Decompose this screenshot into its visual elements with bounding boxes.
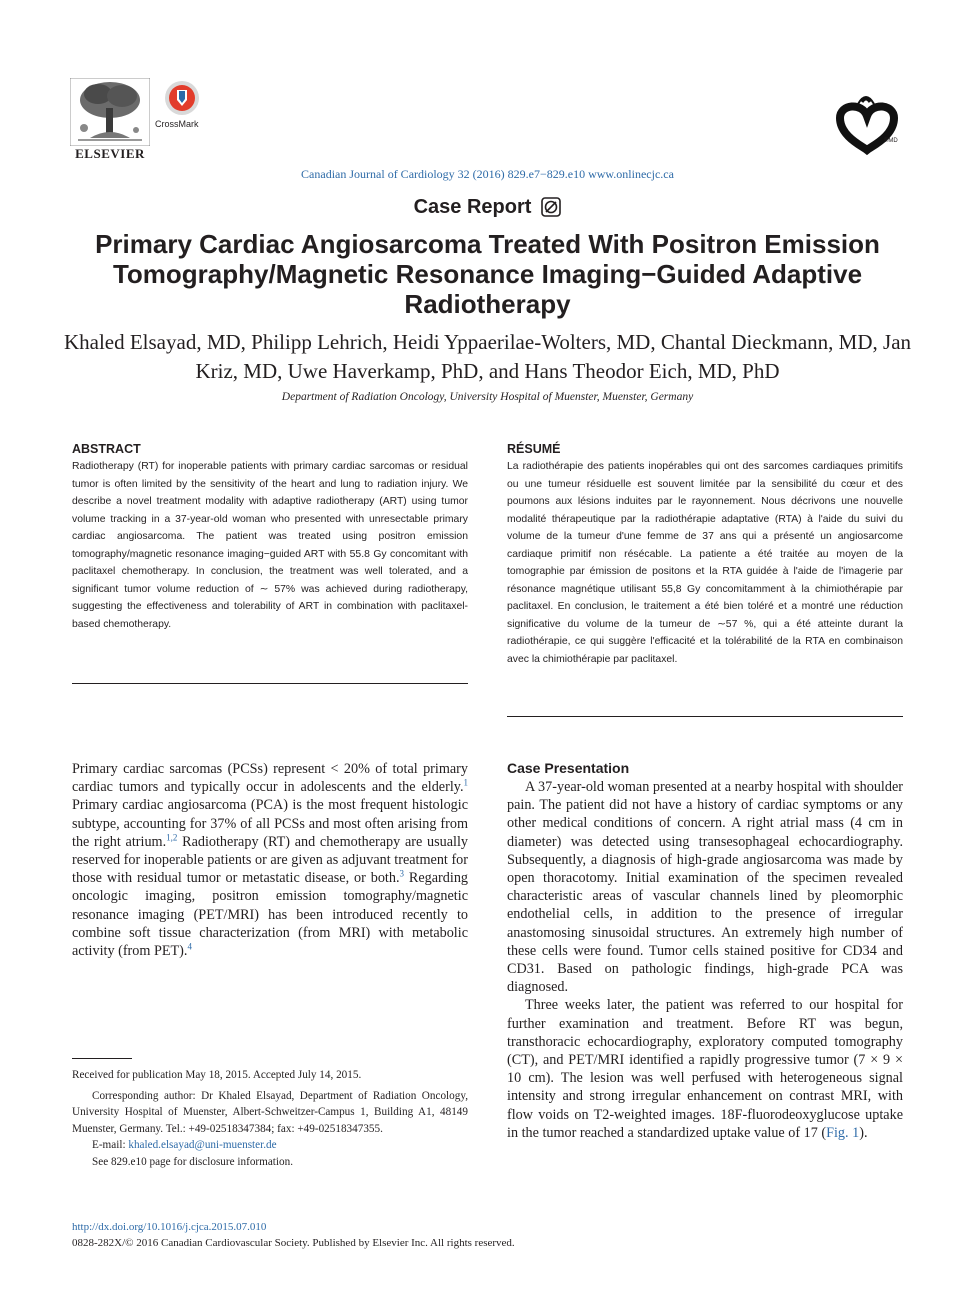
ccs-heart-logo bbox=[832, 96, 902, 156]
case-paragraph-2-text: Three weeks later, the patient was refer… bbox=[507, 997, 903, 1141]
intro-sentence-2: Primary cardiac angiosarcoma (PCA) is th… bbox=[72, 797, 468, 850]
case-report-text: Case Report bbox=[413, 196, 532, 218]
case-presentation-section: Case Presentation A 37-year-old woman pr… bbox=[507, 760, 903, 1142]
intro-sentence-3: Radiotherapy (RT) and chemotherapy are u… bbox=[72, 833, 468, 887]
article-type-label: Case Report bbox=[0, 196, 975, 219]
corresponding-author: Corresponding author: Dr Khaled Elsayad,… bbox=[72, 1089, 468, 1135]
footnote-divider bbox=[72, 1058, 132, 1059]
crossmark-icon[interactable] bbox=[164, 80, 200, 116]
resume-divider bbox=[507, 716, 903, 717]
email-link[interactable]: khaled.elsayad@uni-muenster.de bbox=[128, 1139, 277, 1151]
no-entry-icon bbox=[541, 197, 562, 217]
abstract-text: Radiotherapy (RT) for inoperable patient… bbox=[72, 461, 468, 630]
case-paragraph-1: A 37-year-old woman presented at a nearb… bbox=[507, 779, 903, 996]
case-presentation-heading: Case Presentation bbox=[507, 760, 630, 776]
elsevier-tree-logo bbox=[69, 77, 151, 162]
journal-citation[interactable]: Canadian Journal of Cardiology 32 (2016)… bbox=[301, 167, 674, 181]
abstract-section: ABSTRACT Radiotherapy (RT) for inoperabl… bbox=[72, 442, 468, 633]
intro-sentence-4: Regarding oncologic imaging, positron em… bbox=[72, 870, 469, 960]
doi-link[interactable]: http://dx.doi.org/10.1016/j.cjca.2015.07… bbox=[72, 1221, 267, 1233]
footnotes: Received for publication May 18, 2015. A… bbox=[72, 1067, 468, 1170]
ccs-logo-mark: ®MD bbox=[884, 138, 898, 144]
case-paragraph-2: Three weeks later, the patient was refer… bbox=[507, 996, 903, 1142]
reference-link[interactable]: 1 bbox=[463, 777, 469, 788]
resume-section: RÉSUMÉ La radiothérapie des patients ino… bbox=[507, 442, 903, 668]
crossmark-label: CrossMark bbox=[155, 119, 199, 129]
elsevier-wordmark: ELSEVIER bbox=[75, 146, 145, 161]
abstract-heading: ABSTRACT bbox=[72, 442, 141, 456]
intro-sentence-1: Primary cardiac sarcomas (PCSs) represen… bbox=[72, 761, 468, 796]
figure-1-link[interactable]: Fig. 1 bbox=[826, 1124, 860, 1141]
reference-link[interactable]: 3 bbox=[399, 868, 405, 879]
received-date: Received for publication May 18, 2015. A… bbox=[72, 1069, 362, 1081]
resume-heading: RÉSUMÉ bbox=[507, 442, 561, 456]
abstract-divider bbox=[72, 683, 468, 684]
email-label: E-mail: bbox=[92, 1139, 129, 1151]
disclosure-note: See 829.e10 page for disclosure informat… bbox=[92, 1155, 294, 1168]
email-line: E-mail: khaled.elsayad@uni-muenster.de bbox=[72, 1137, 468, 1154]
article-title: Primary Cardiac Angiosarcoma Treated Wit… bbox=[95, 229, 880, 319]
author-affiliation: Department of Radiation Oncology, Univer… bbox=[281, 391, 694, 403]
resume-text: La radiothérapie des patients inopérable… bbox=[507, 461, 903, 665]
reference-link[interactable]: 1,2 bbox=[166, 832, 178, 843]
article-authors: Khaled Elsayad, MD, Philipp Lehrich, Hei… bbox=[63, 330, 912, 383]
page-bottom: http://dx.doi.org/10.1016/j.cjca.2015.07… bbox=[72, 1219, 772, 1251]
intro-paragraph: Primary cardiac sarcomas (PCSs) represen… bbox=[72, 760, 468, 960]
reference-link[interactable]: 4 bbox=[187, 941, 192, 952]
case-paragraph-2-end: ). bbox=[859, 1124, 868, 1141]
copyright-line: 0828-282X/© 2016 Canadian Cardiovascular… bbox=[72, 1237, 515, 1249]
